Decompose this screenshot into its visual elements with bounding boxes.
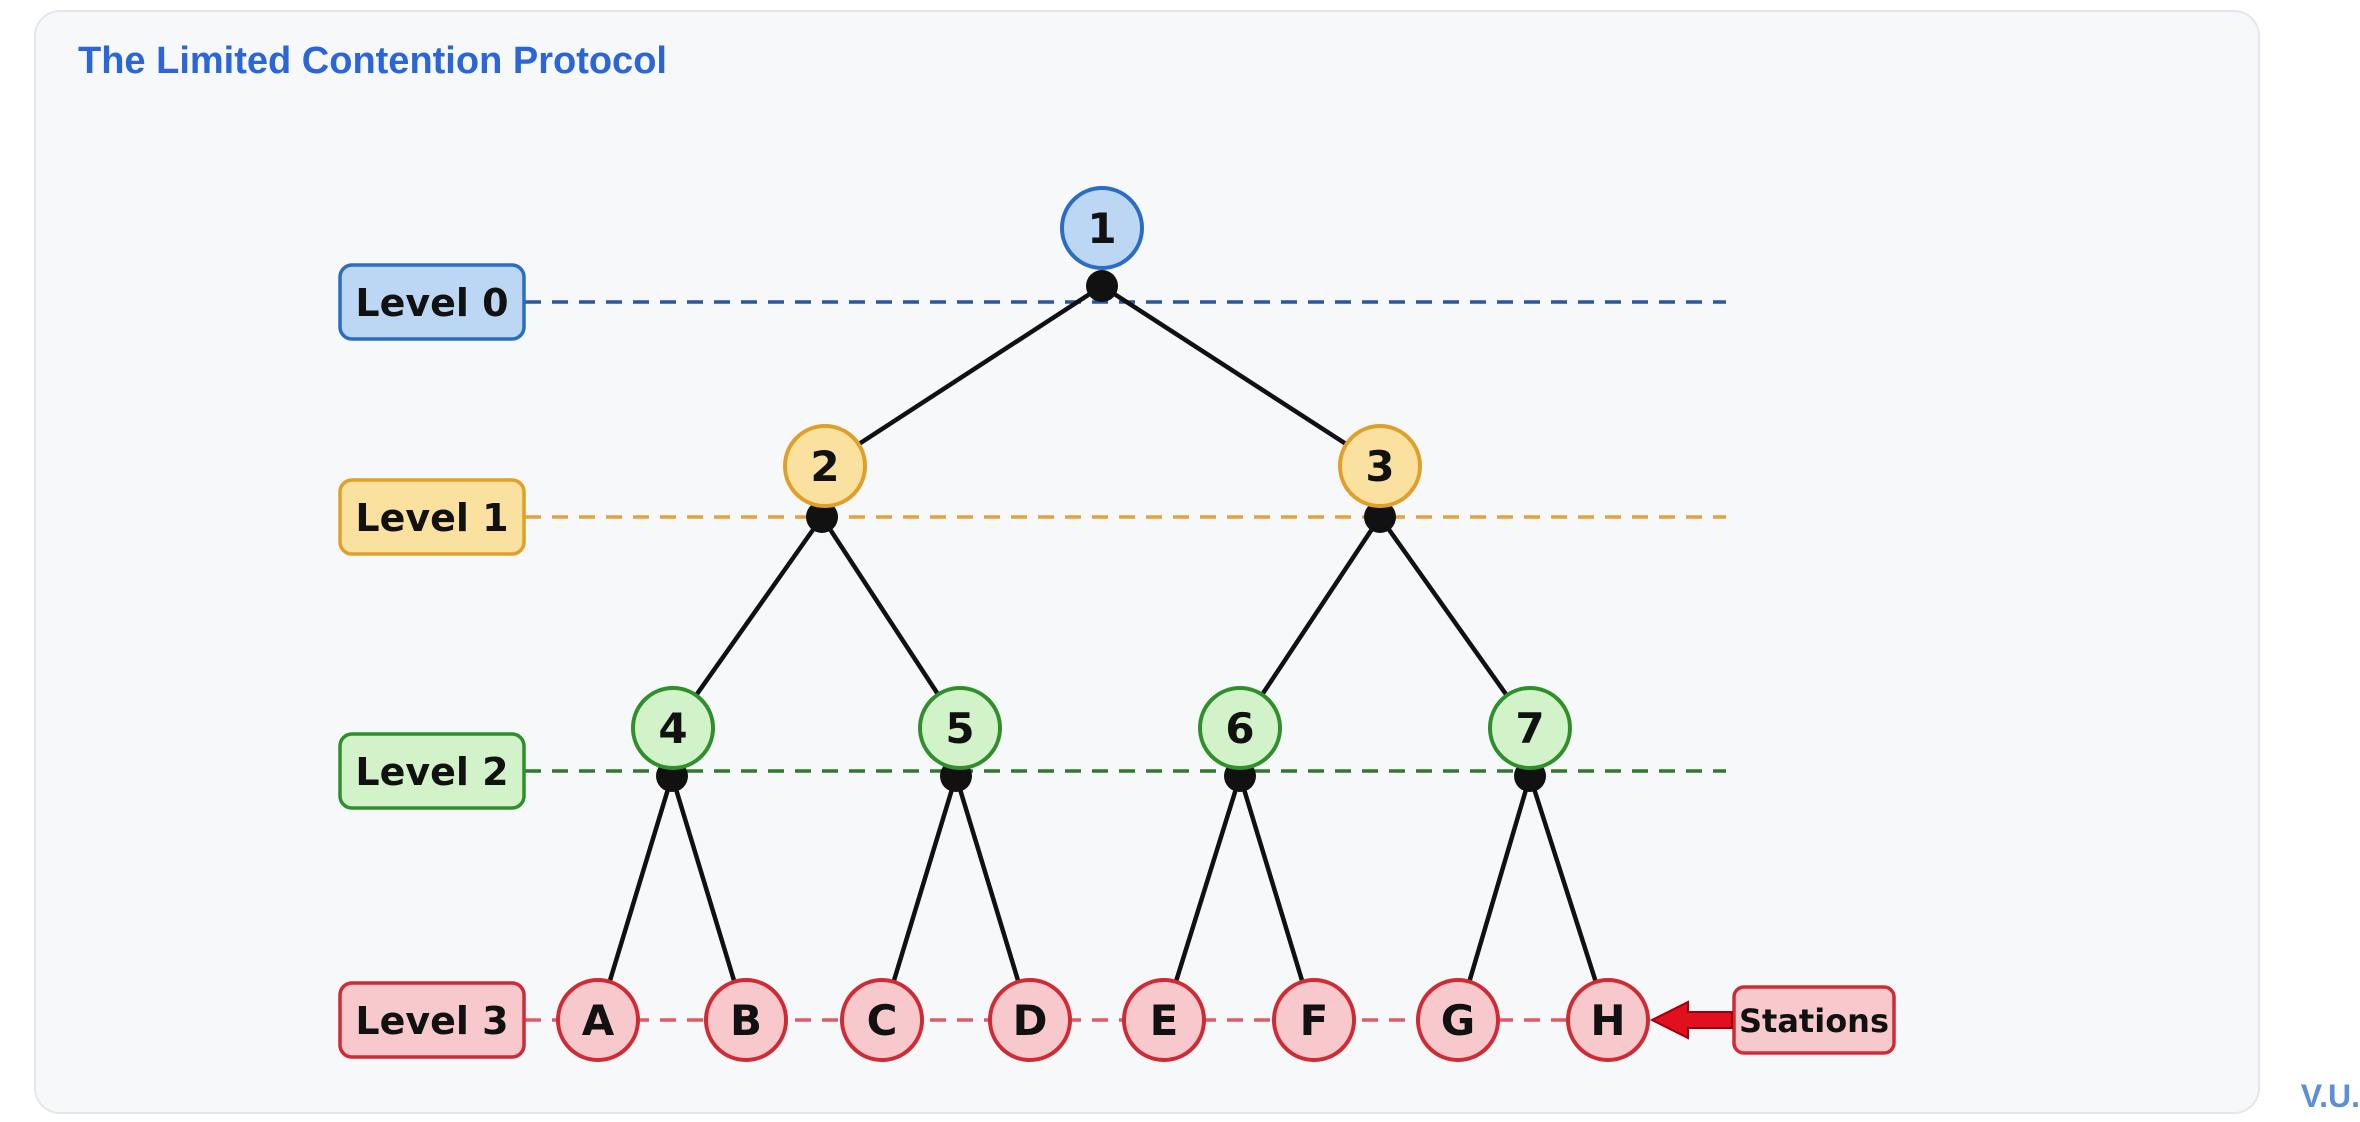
node-C: C: [840, 978, 924, 1062]
edge-1-3: [1099, 283, 1349, 447]
node-A-circle: [556, 978, 640, 1062]
node-4: 4: [631, 686, 715, 770]
node-6-label: 6: [1225, 704, 1254, 753]
node-7-label: 7: [1515, 704, 1544, 753]
node-3-label: 3: [1365, 442, 1394, 491]
stations-box: [1732, 985, 1896, 1055]
level-1-label: Level 1: [338, 478, 526, 556]
watermark: V.U.: [2300, 1078, 2360, 1114]
node-E: E: [1122, 978, 1206, 1062]
node-7-circle: [1488, 686, 1572, 770]
node-H-label: H: [1590, 996, 1625, 1045]
level-1-label-box: [338, 478, 526, 556]
stations-arrow-icon: [1649, 1000, 1733, 1040]
edge-2-5: [819, 514, 941, 697]
level-0-label: Level 0: [338, 263, 526, 341]
node-5-circle: [918, 686, 1002, 770]
node-D-circle: [988, 978, 1072, 1062]
node-E-circle: [1122, 978, 1206, 1062]
level-2-label: Level 2: [338, 732, 526, 810]
edge-7-G: [1467, 773, 1533, 984]
level-2-label-box: [338, 732, 526, 810]
level-2-label-text: Level 2: [355, 750, 508, 794]
node-D: D: [988, 978, 1072, 1062]
junction-dot-2: [806, 501, 838, 533]
diagram-card: [34, 10, 2260, 1114]
edge-2-4: [693, 514, 825, 698]
node-2-circle: [783, 424, 867, 508]
stations-label: Stations: [1739, 1002, 1889, 1040]
edge-3-7: [1377, 514, 1510, 698]
level-0-label-box: [338, 263, 526, 341]
edge-4-A: [607, 773, 675, 984]
node-6-circle: [1198, 686, 1282, 770]
node-5-label: 5: [945, 704, 974, 753]
level-3-label: Level 3: [338, 981, 526, 1059]
junction-dot-3: [1364, 501, 1396, 533]
node-C-circle: [840, 978, 924, 1062]
level-3-label-box: [338, 981, 526, 1059]
node-F: F: [1272, 978, 1356, 1062]
edge-5-D: [953, 773, 1021, 984]
node-D-label: D: [1013, 996, 1048, 1045]
edge-6-E: [1173, 773, 1243, 985]
node-F-label: F: [1300, 996, 1329, 1045]
node-1-label: 1: [1087, 204, 1116, 253]
edge-4-B: [669, 773, 737, 984]
node-B-label: B: [730, 996, 762, 1045]
page-title: The Limited Contention Protocol: [78, 40, 667, 82]
node-1: 1: [1060, 186, 1144, 270]
node-A: A: [556, 978, 640, 1062]
node-1-circle: [1060, 186, 1144, 270]
node-C-label: C: [867, 996, 898, 1045]
edge-7-H: [1527, 773, 1599, 985]
node-4-label: 4: [658, 704, 687, 753]
edge-3-6: [1259, 514, 1383, 697]
node-G-label: G: [1441, 996, 1475, 1045]
node-3: 3: [1338, 424, 1422, 508]
node-E-label: E: [1150, 996, 1179, 1045]
node-2-label: 2: [810, 442, 839, 491]
node-A-label: A: [582, 996, 615, 1045]
node-F-circle: [1272, 978, 1356, 1062]
node-2: 2: [783, 424, 867, 508]
node-5: 5: [918, 686, 1002, 770]
node-B-circle: [704, 978, 788, 1062]
edge-5-C: [891, 773, 959, 984]
level-1-label-text: Level 1: [355, 496, 508, 540]
edge-1-2: [856, 283, 1105, 447]
node-3-circle: [1338, 424, 1422, 508]
node-H: H: [1566, 978, 1650, 1062]
node-G: G: [1416, 978, 1500, 1062]
node-4-circle: [631, 686, 715, 770]
node-B: B: [704, 978, 788, 1062]
node-7: 7: [1488, 686, 1572, 770]
node-G-circle: [1416, 978, 1500, 1062]
level-3-label-text: Level 3: [355, 999, 508, 1043]
node-6: 6: [1198, 686, 1282, 770]
node-H-circle: [1566, 978, 1650, 1062]
edge-6-F: [1237, 773, 1305, 984]
junction-dot-1: [1086, 270, 1118, 302]
level-0-label-text: Level 0: [355, 281, 508, 325]
